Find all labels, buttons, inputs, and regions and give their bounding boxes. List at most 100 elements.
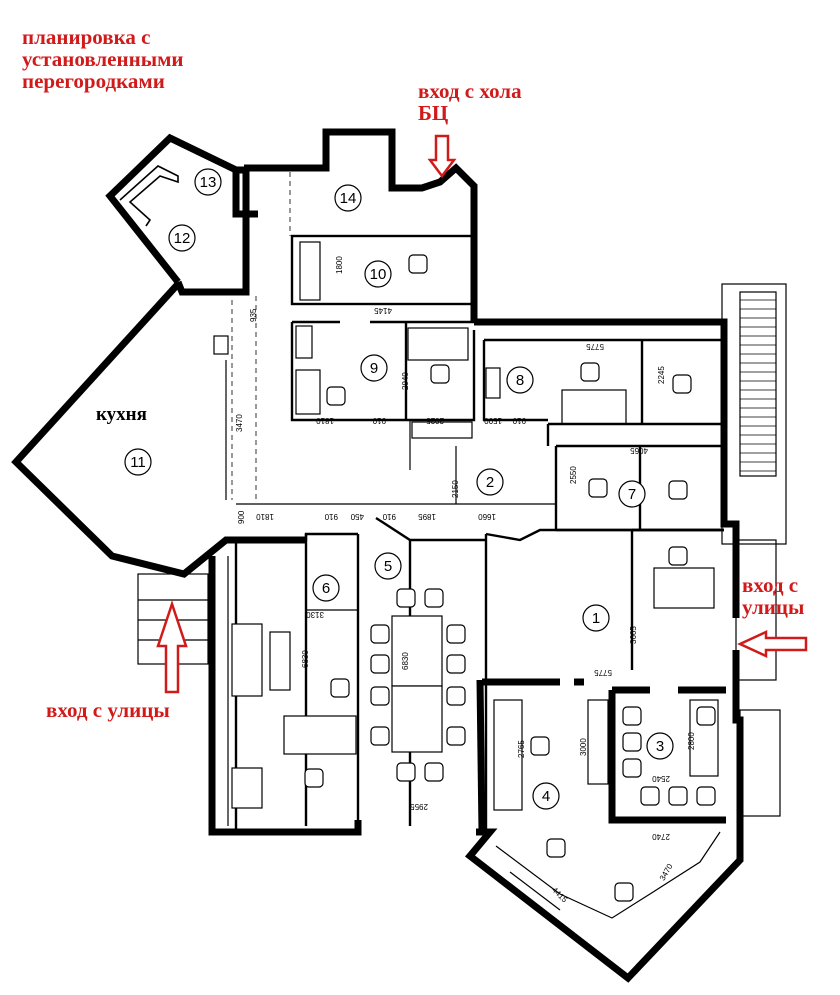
dimension-labels: 4145 1800 935 3470 2940 1810 910 2025 15…: [235, 256, 696, 905]
plan-title-line-1: планировка с: [22, 25, 151, 49]
dim-row-g: 1660: [478, 512, 496, 521]
dim-row-a: 900: [237, 510, 246, 524]
room-number-8: 8: [516, 372, 524, 389]
room-circle-6: [312, 574, 340, 602]
room-number-2: 2: [486, 474, 494, 491]
chair-icon: [622, 732, 642, 752]
room-label-10: 10: [364, 260, 392, 288]
room-circle-11: [124, 448, 152, 476]
dim-r9-height: 2940: [401, 372, 410, 390]
dim-r3-height: 2800: [687, 732, 696, 750]
room-label-4: 4: [532, 782, 560, 810]
room-number-10: 10: [370, 266, 387, 283]
room-circle-14: [334, 184, 362, 212]
hall-entrance-arrow: [427, 134, 457, 179]
chairs: [304, 254, 716, 902]
chair-icon: [614, 882, 634, 902]
dim-r1-bottom: 5775: [594, 668, 612, 677]
chair-icon: [424, 762, 444, 782]
chair-icon: [696, 786, 716, 806]
chair-icon: [580, 362, 600, 382]
right-stairs: [721, 283, 787, 817]
chair-icon: [370, 686, 390, 706]
room-circle-2: [476, 468, 504, 496]
room-label-12: 12: [168, 224, 196, 252]
room-number-4: 4: [542, 788, 550, 805]
room-number-5: 5: [384, 558, 392, 575]
dim-row-d: 450: [350, 512, 364, 521]
partitions: [213, 172, 724, 919]
room-label-3: 3: [646, 732, 674, 760]
dim-r7-left: 2550: [569, 466, 578, 484]
room-circle-10: [364, 260, 392, 288]
chair-icon: [668, 786, 688, 806]
chair-icon: [696, 706, 716, 726]
dim-left-mid: 3470: [235, 414, 244, 432]
chair-icon: [408, 254, 428, 274]
dim-r3-width: 2540: [652, 774, 670, 783]
dim-r6-top: 3130: [306, 610, 324, 619]
room-number-9: 9: [370, 360, 378, 377]
chair-icon: [672, 374, 692, 394]
room-number-1: 1: [592, 610, 600, 627]
room-circle-12: [168, 224, 196, 252]
chair-icon: [446, 654, 466, 674]
dim-r8-a: 1500: [484, 416, 502, 425]
chair-icon: [304, 768, 324, 788]
dim-r4-diag-a: 4415: [550, 885, 569, 904]
dim-r9-c: 2025: [426, 416, 444, 425]
room-circle-8: [506, 366, 534, 394]
room-number-14: 14: [340, 190, 357, 207]
room-circle-5: [374, 552, 402, 580]
dim-row-c: 910: [324, 512, 338, 521]
dim-r1-height: 3665: [629, 626, 638, 644]
dim-r9-b: 910: [372, 416, 386, 425]
chair-icon: [446, 686, 466, 706]
street-entrance-right-note: вход с улицы: [742, 574, 804, 618]
hall-entrance-line-1: вход с хола: [418, 79, 522, 103]
hall-entrance-note: вход с хола БЦ: [418, 80, 558, 124]
chair-icon: [668, 546, 688, 566]
room-number-12: 12: [174, 230, 191, 247]
chair-icon: [396, 588, 416, 608]
dim-r3-bottom: 2740: [652, 832, 670, 841]
room-label-5: 5: [374, 552, 402, 580]
plan-title-line-2: установленными: [22, 47, 184, 71]
plan-title-line-3: перегородками: [22, 69, 165, 93]
dim-r5-height: 6830: [401, 652, 410, 670]
dim-r8-top: 5775: [586, 342, 604, 351]
room-circle-13: [194, 168, 222, 196]
chair-icon: [530, 736, 550, 756]
room-number-3: 3: [656, 738, 664, 755]
chair-icon: [370, 726, 390, 746]
dim-r4-a: 2765: [517, 740, 526, 758]
dim-r8-right: 2245: [657, 366, 666, 384]
chair-icon: [430, 364, 450, 384]
kitchen-label: кухня: [96, 404, 147, 425]
chair-icon: [640, 786, 660, 806]
dim-left-top: 935: [249, 308, 258, 322]
room-label-9: 9: [360, 354, 388, 382]
plan-title: планировка с установленными перегородкам…: [22, 26, 252, 92]
chair-icon: [326, 386, 346, 406]
dim-r10-height: 1800: [335, 256, 344, 274]
chair-icon: [446, 726, 466, 746]
room-circle-1: [582, 604, 610, 632]
room-label-13: 13: [194, 168, 222, 196]
right-entrance-arrow: [737, 630, 808, 658]
room-circle-7: [618, 480, 646, 508]
room-number-13: 13: [200, 174, 217, 191]
room-number-6: 6: [322, 580, 330, 597]
chair-icon: [330, 678, 350, 698]
dim-r7-top: 4065: [630, 446, 648, 455]
room-circle-3: [646, 732, 674, 760]
chair-icon: [396, 762, 416, 782]
room-circle-9: [360, 354, 388, 382]
dim-r5-bottom: 2955: [410, 802, 428, 811]
chair-icon: [668, 480, 688, 500]
chair-icon: [546, 838, 566, 858]
entrance-arrows: [156, 134, 808, 694]
room-label-2: 2: [476, 468, 504, 496]
